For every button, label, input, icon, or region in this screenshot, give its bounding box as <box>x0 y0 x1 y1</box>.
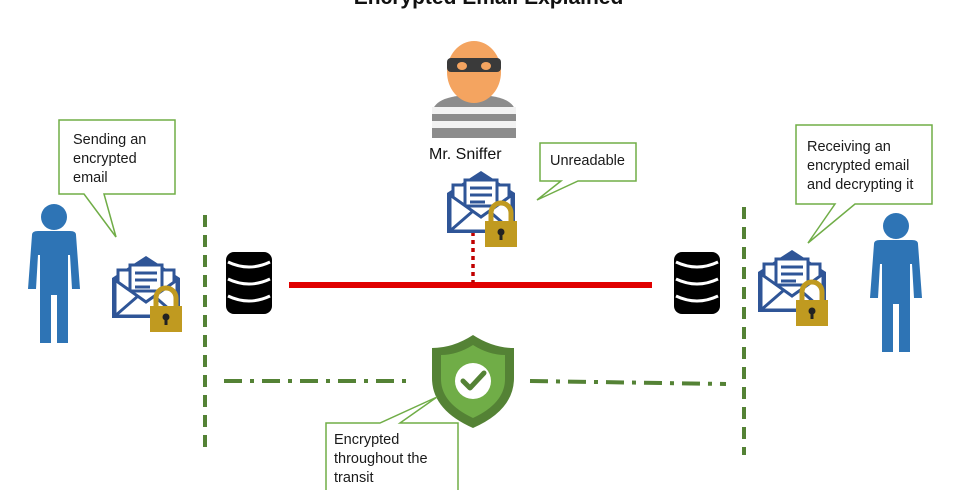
transit-callout-text: Encrypted throughout the transit <box>334 432 428 486</box>
receiver-encrypted-email-icon <box>758 250 828 326</box>
sniffer-label: Mr. Sniffer <box>429 146 502 163</box>
receiver-callout-text: Receiving an encrypted email and decrypt… <box>807 139 914 193</box>
transit-callout <box>325 396 459 490</box>
receiver-server-icon <box>672 250 722 316</box>
sender-person-icon <box>28 204 80 343</box>
secure-path-right <box>529 379 727 386</box>
sender-callout <box>58 119 176 238</box>
sender-server-icon <box>224 250 274 316</box>
receiver-person-icon <box>870 213 922 352</box>
intercepted-email-icon <box>447 171 517 247</box>
sender-callout-text: Sending an encrypted email <box>73 132 147 186</box>
receiver-callout <box>795 124 933 244</box>
diagram-title: Encrypted Email Explained <box>0 0 977 10</box>
hacker-icon <box>432 41 516 138</box>
shield-check-icon <box>432 335 514 428</box>
unreadable-callout-text: Unreadable <box>550 153 625 169</box>
sender-encrypted-email-icon <box>112 256 182 332</box>
unreadable-callout <box>536 142 637 201</box>
